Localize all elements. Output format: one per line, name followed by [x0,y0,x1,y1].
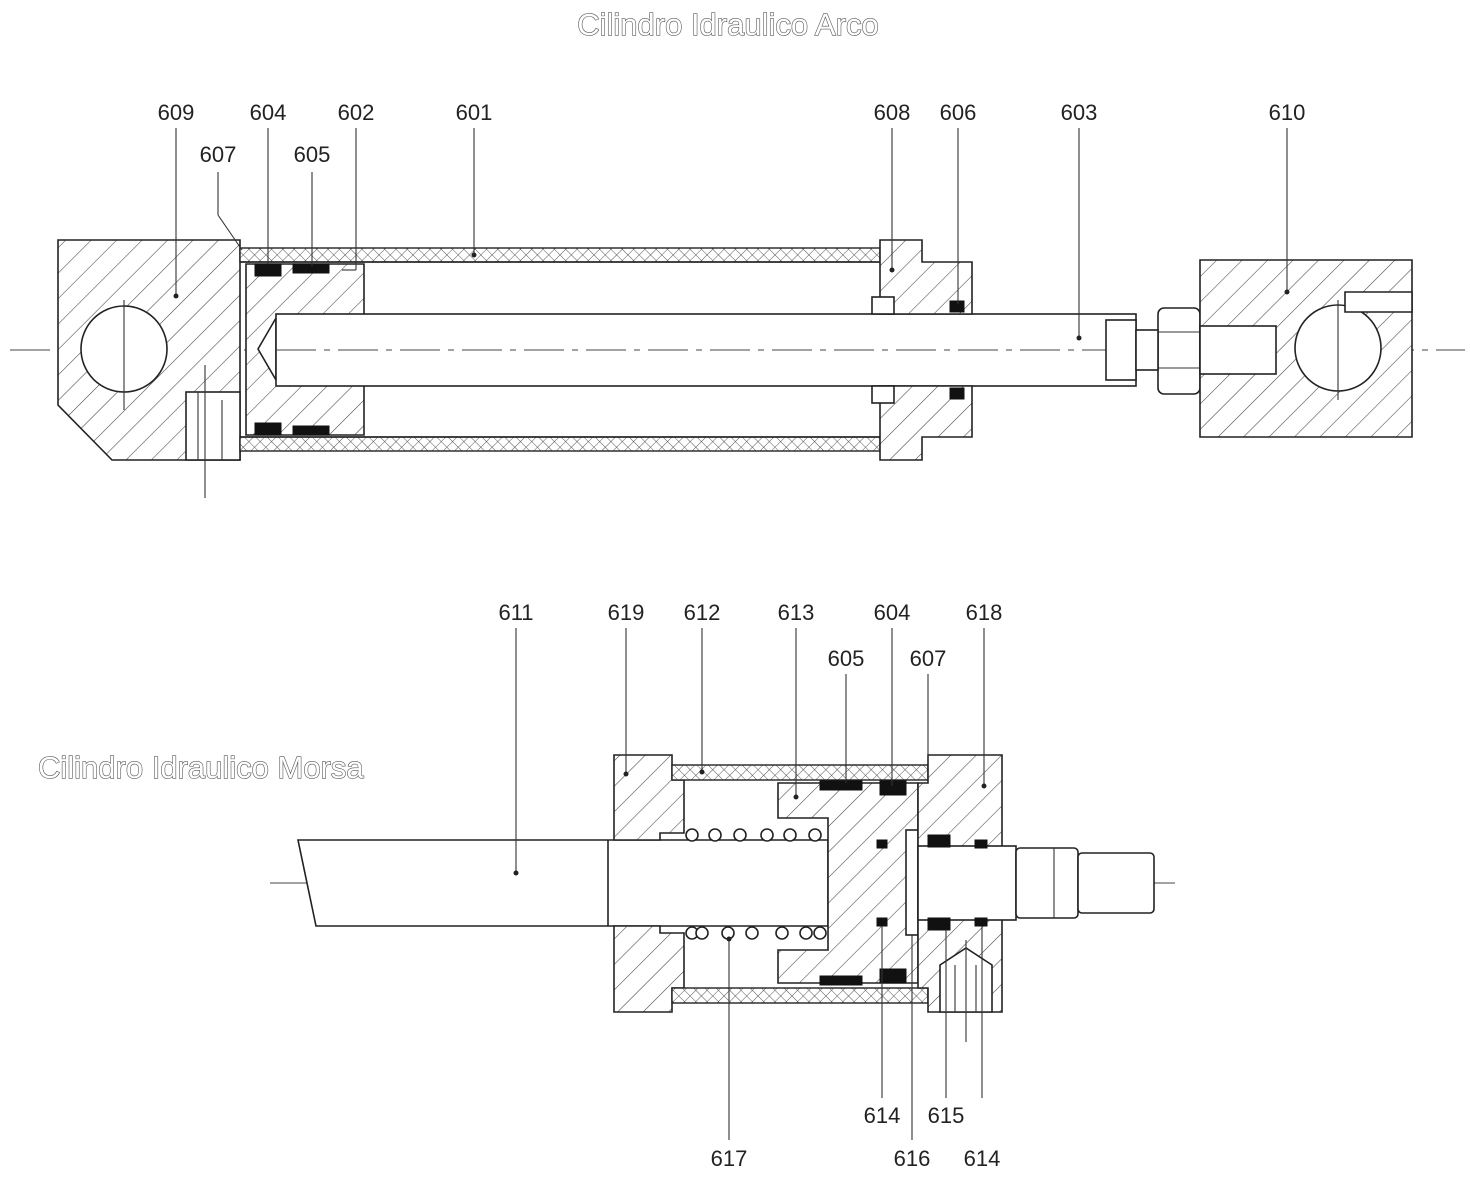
morsa-piston-rod [297,839,829,927]
label-607-morsa: 607 [910,646,947,671]
label-611: 611 [498,600,533,625]
arco-seal-604-bottom [254,422,282,436]
label-606: 606 [940,100,977,125]
arco-front-slot [1344,291,1413,313]
arco-gland-step-top [871,296,895,315]
morsa-barrel-top-wall [671,764,929,781]
arco-seal-604-top [254,263,282,277]
label-604: 604 [250,100,287,125]
morsa-seal-614-a-top [876,839,888,849]
arco-rod-end-thread [1105,319,1137,381]
arco-head-gland-lower [879,385,973,461]
arco-cylinder [10,239,1465,498]
morsa-front-head [613,754,685,841]
morsa-seal-604-bottom [879,968,907,984]
label-616: 616 [894,1146,931,1171]
arco-seal-605-bottom [292,425,330,436]
morsa-rear-rod-end [1015,847,1079,919]
morsa-cylinder [270,754,1175,1042]
morsa-leaders [513,628,987,1140]
label-605: 605 [294,142,331,167]
arco-oil-port [185,391,241,461]
label-610: 610 [1269,100,1306,125]
label-619: 619 [608,600,645,625]
label-618: 618 [966,600,1003,625]
label-609: 609 [158,100,195,125]
morsa-seal-605-top [819,780,863,791]
label-608: 608 [874,100,911,125]
arco-barrel-top-wall [239,247,881,263]
morsa-seal-614-b-top [974,839,988,849]
arco-rod-neck [1135,329,1159,371]
label-614-b: 614 [964,1146,1001,1171]
morsa-rear-rod [917,845,1017,921]
morsa-seal-605-bottom [819,975,863,986]
morsa-part-labels: 611 619 612 613 604 618 605 607 614 615 … [498,600,1002,1171]
label-614-a: 614 [864,1103,901,1128]
morsa-seal-615-top [927,834,951,848]
arco-rod-seal-606-bottom [949,387,965,400]
morsa-seal-614-a-bottom [876,917,888,927]
title-arco: Cilindro Idraulico Arco [577,7,879,42]
arco-barrel-bottom-wall [239,436,881,452]
morsa-plate-607 [905,829,919,936]
label-607: 607 [200,142,237,167]
arco-part-labels: 609 604 602 601 607 605 608 606 603 610 [158,100,1306,167]
arco-gland-step-bottom [871,385,895,404]
label-604-morsa: 604 [874,600,911,625]
morsa-rear-rod-tip [1077,852,1155,914]
arco-rod-seal-606-top [949,300,965,313]
morsa-barrel-bottom-wall [671,987,929,1004]
morsa-seal-615-bottom [927,917,951,931]
arco-lock-nut [1157,307,1201,395]
label-605-morsa: 605 [828,646,865,671]
morsa-spring [685,828,827,940]
title-morsa: Cilindro Idraulico Morsa [38,750,364,785]
label-612: 612 [684,600,721,625]
label-617: 617 [711,1146,748,1171]
arco-seal-605-top [292,263,330,274]
label-602: 602 [338,100,375,125]
label-615: 615 [928,1103,965,1128]
arco-leaders [173,128,1290,341]
label-601: 601 [456,100,493,125]
morsa-seal-614-b-bottom [974,917,988,927]
label-613: 613 [778,600,815,625]
morsa-seal-604-top [879,780,907,796]
label-603: 603 [1061,100,1098,125]
arco-front-clevis-thread [1199,325,1277,375]
